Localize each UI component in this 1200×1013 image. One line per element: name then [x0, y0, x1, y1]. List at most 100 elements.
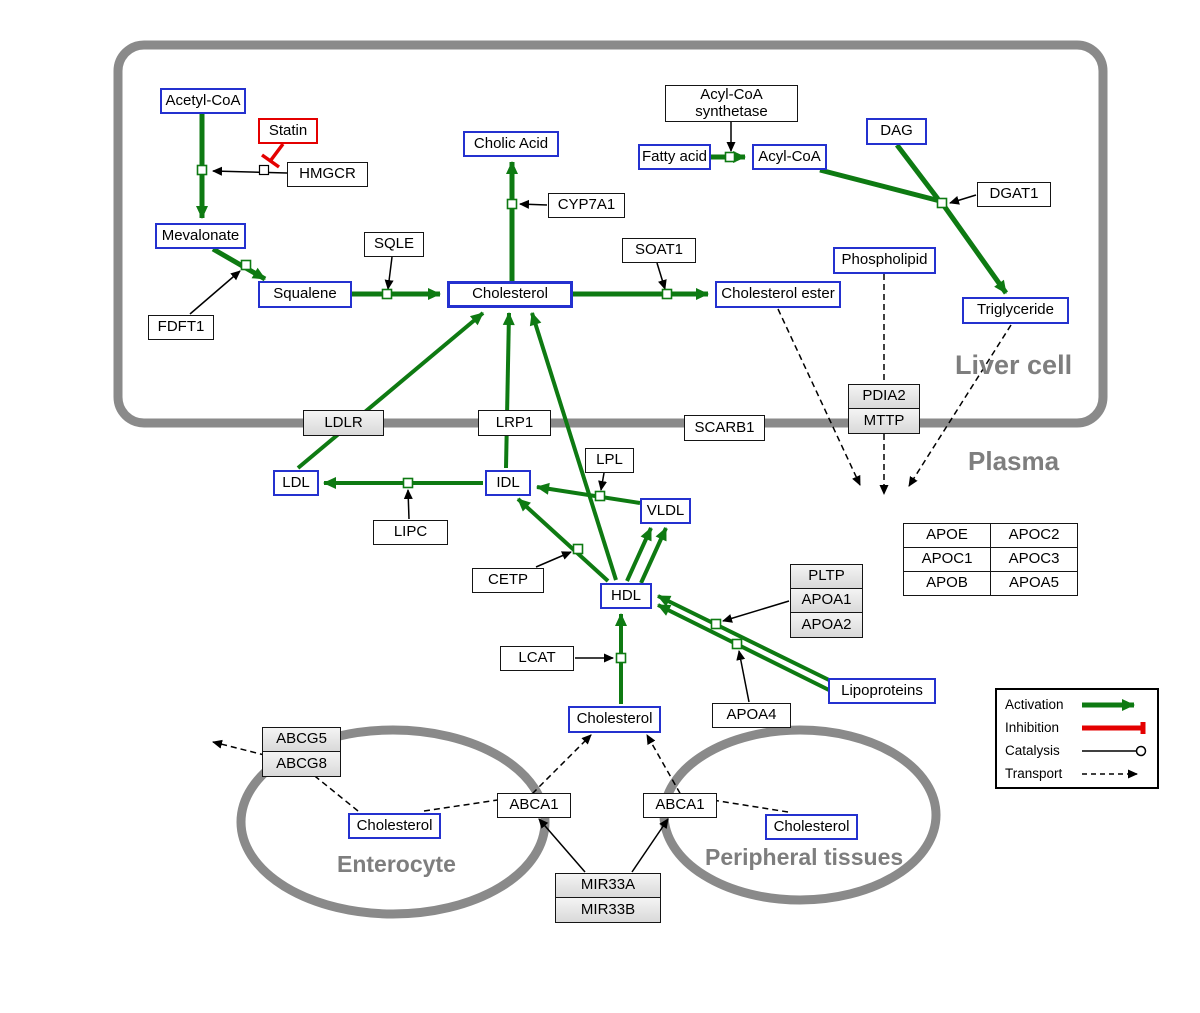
legend-row-transport: Transport — [1005, 762, 1151, 785]
reaction-node — [710, 618, 722, 630]
node-mttp[interactable]: MTTP — [848, 408, 920, 434]
node-vldl[interactable]: VLDL — [640, 498, 691, 524]
edge-peripheral-abca1-plasmacholesterol — [646, 734, 789, 813]
catalysis-anchor-node — [258, 164, 270, 176]
edge-junction-triglyceride — [939, 201, 1009, 295]
node-cholesterol-liver[interactable]: Cholesterol — [447, 281, 573, 308]
reaction-node — [572, 543, 584, 555]
node-pltp[interactable]: PLTP — [790, 564, 863, 589]
node-lrp1[interactable]: LRP1 — [478, 410, 551, 436]
node-cholesterol-ester[interactable]: Cholesterol ester — [715, 281, 841, 308]
edge-mir33-abca1-left — [538, 818, 586, 873]
node-cetp[interactable]: CETP — [472, 568, 544, 593]
edge-idl-livercholesterol — [502, 312, 515, 469]
reaction-node — [731, 638, 743, 650]
edge-lipoproteins-hdl-1 — [657, 594, 830, 682]
node-fdft1[interactable]: FDFT1 — [148, 315, 214, 340]
node-acyl-coa-synthetase[interactable]: Acyl-CoA synthetase — [665, 85, 798, 122]
node-mevalonate[interactable]: Mevalonate — [155, 223, 246, 249]
catalysis-edges — [189, 122, 977, 873]
edge-lipoproteins-hdl-2 — [657, 603, 838, 696]
legend-activation-label: Activation — [1005, 697, 1064, 712]
legend-transport-label: Transport — [1005, 766, 1063, 781]
liver-cell-compartment — [113, 40, 1108, 428]
node-abca1-enterocyte[interactable]: ABCA1 — [497, 793, 571, 818]
reaction-node — [594, 490, 606, 502]
edge-acylcoa-dgat1-junction — [819, 167, 941, 204]
node-sqle[interactable]: SQLE — [364, 232, 424, 257]
node-triglyceride[interactable]: Triglyceride — [962, 297, 1069, 324]
activation-arrow-icon — [1082, 698, 1135, 711]
reaction-node — [936, 197, 948, 209]
reaction-node — [196, 164, 208, 176]
node-apoc1[interactable]: APOC1 — [903, 547, 991, 572]
node-lipoproteins[interactable]: Lipoproteins — [828, 678, 936, 704]
node-hdl[interactable]: HDL — [600, 583, 652, 609]
node-lipc[interactable]: LIPC — [373, 520, 448, 545]
node-lcat[interactable]: LCAT — [500, 646, 574, 671]
liver-cell-label: Liver cell — [955, 350, 1073, 380]
node-phospholipid[interactable]: Phospholipid — [833, 247, 936, 274]
node-mir33a[interactable]: MIR33A — [555, 873, 661, 898]
edge-cetp-catalysis — [535, 551, 572, 568]
node-apoc2[interactable]: APOC2 — [990, 523, 1078, 548]
legend-row-inhibition: Inhibition — [1005, 716, 1151, 739]
edge-soat1-catalysis — [656, 262, 667, 290]
node-apoa5[interactable]: APOA5 — [990, 571, 1078, 596]
node-apoa1[interactable]: APOA1 — [790, 588, 863, 613]
node-abca1-peripheral[interactable]: ABCA1 — [643, 793, 717, 818]
edge-dag-dgat1-junction — [895, 143, 940, 201]
legend-row-catalysis: Catalysis — [1005, 739, 1151, 762]
plasma-label: Plasma — [968, 446, 1060, 476]
enterocyte-label: Enterocyte — [337, 851, 456, 877]
legend-inhibition-label: Inhibition — [1005, 720, 1060, 735]
node-cholesterol-enterocyte[interactable]: Cholesterol — [348, 813, 441, 839]
node-fatty-acid[interactable]: Fatty acid — [638, 144, 711, 170]
edge-statin-inhibition — [269, 142, 285, 162]
reaction-node — [661, 288, 673, 300]
node-apob[interactable]: APOB — [903, 571, 991, 596]
node-pdia2[interactable]: PDIA2 — [848, 384, 920, 409]
reaction-node — [724, 151, 736, 163]
edge-vldl-idl — [536, 482, 641, 505]
node-acyl-coa[interactable]: Acyl-CoA — [752, 144, 827, 170]
node-apoe[interactable]: APOE — [903, 523, 991, 548]
node-cholesterol-plasma[interactable]: Cholesterol — [568, 706, 661, 733]
node-soat1[interactable]: SOAT1 — [622, 238, 696, 263]
edge-triglyceride-plasma — [908, 324, 1012, 487]
edge-lipc-catalysis — [403, 489, 413, 520]
node-cholesterol-peripheral[interactable]: Cholesterol — [765, 814, 858, 840]
node-statin[interactable]: Statin — [258, 118, 318, 144]
node-mir33b[interactable]: MIR33B — [555, 897, 661, 923]
node-idl[interactable]: IDL — [485, 470, 531, 496]
catalysis-circle-icon — [1082, 745, 1147, 756]
node-ldl[interactable]: LDL — [273, 470, 319, 496]
legend-catalysis-label: Catalysis — [1005, 743, 1060, 758]
node-lpl[interactable]: LPL — [585, 448, 634, 473]
node-dag[interactable]: DAG — [866, 118, 927, 145]
node-ldlr[interactable]: LDLR — [303, 410, 384, 436]
node-abcg5[interactable]: ABCG5 — [262, 727, 341, 752]
reaction-nodes — [196, 151, 948, 664]
inhibition-edge — [260, 142, 285, 169]
node-apoa2[interactable]: APOA2 — [790, 612, 863, 638]
node-abcg8[interactable]: ABCG8 — [262, 751, 341, 777]
node-squalene[interactable]: Squalene — [258, 281, 352, 308]
node-apoc3[interactable]: APOC3 — [990, 547, 1078, 572]
node-apoa4[interactable]: APOA4 — [712, 703, 791, 728]
inhibition-tbar-icon — [1082, 721, 1146, 734]
edge-fdft1-catalysis — [189, 270, 241, 315]
node-dgat1[interactable]: DGAT1 — [977, 182, 1051, 207]
node-cyp7a1[interactable]: CYP7A1 — [548, 193, 625, 218]
edge-mir33-abca1-right — [631, 818, 669, 873]
node-scarb1[interactable]: SCARB1 — [684, 415, 765, 441]
node-hmgcr[interactable]: HMGCR — [287, 162, 368, 187]
edge-cholesterolester-plasma — [777, 308, 861, 486]
node-acetyl-coa[interactable]: Acetyl-CoA — [160, 88, 246, 114]
transport-dashed-arrow-icon — [1082, 769, 1138, 778]
node-cholic-acid[interactable]: Cholic Acid — [463, 131, 559, 157]
apolipoprotein-table: APOE APOC2 APOC1 APOC3 APOB APOA5 — [903, 523, 1079, 597]
edge-sqle-catalysis — [384, 256, 394, 290]
